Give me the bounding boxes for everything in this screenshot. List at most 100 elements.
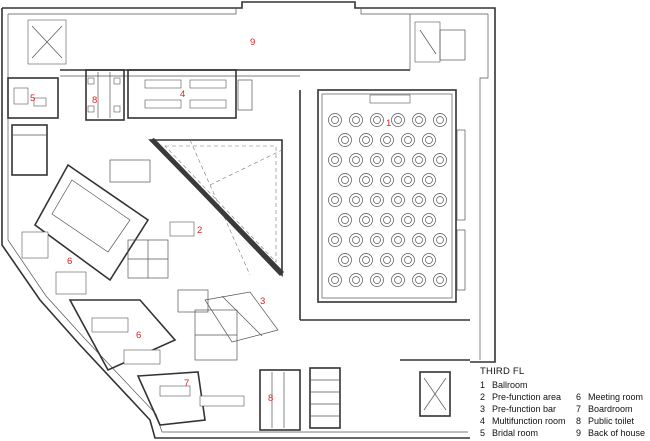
banquet-table <box>328 193 342 207</box>
banquet-table-top <box>383 176 391 184</box>
banquet-table <box>401 133 415 147</box>
banquet-table-top <box>383 256 391 264</box>
banquet-table <box>391 193 405 207</box>
banquet-table <box>391 273 405 287</box>
label-meeting-a: 6 <box>67 256 72 267</box>
banquet-table <box>391 153 405 167</box>
banquet-table <box>391 233 405 247</box>
banquet-table <box>349 233 363 247</box>
banquet-table <box>412 273 426 287</box>
banquet-table <box>370 273 384 287</box>
banquet-table-top <box>404 216 412 224</box>
banquet-table-top <box>425 256 433 264</box>
banquet-table-top <box>436 156 444 164</box>
label-toilet-north: 8 <box>92 95 97 106</box>
banquet-table <box>359 173 373 187</box>
banquet-table <box>433 273 447 287</box>
floor-title: THIRD FL <box>480 366 525 377</box>
banquet-table <box>422 133 436 147</box>
banquet-table-top <box>331 276 339 284</box>
banquet-table <box>412 233 426 247</box>
banquet-table <box>433 153 447 167</box>
banquet-table <box>412 153 426 167</box>
banquet-table <box>349 113 363 127</box>
banquet-table <box>370 153 384 167</box>
banquet-table-top <box>394 276 402 284</box>
banquet-table <box>401 213 415 227</box>
banquet-table <box>433 193 447 207</box>
banquet-table-top <box>436 236 444 244</box>
building-outline <box>1 1 496 439</box>
multifunction-room <box>127 69 253 119</box>
banquet-table <box>328 113 342 127</box>
banquet-table-top <box>331 156 339 164</box>
banquet-table <box>391 113 405 127</box>
banquet-table-top <box>331 196 339 204</box>
banquet-table-top <box>352 196 360 204</box>
banquet-table-top <box>425 136 433 144</box>
banquet-table <box>380 213 394 227</box>
banquet-table <box>359 253 373 267</box>
banquet-table-top <box>394 156 402 164</box>
banquet-table <box>328 273 342 287</box>
banquet-table-top <box>341 256 349 264</box>
banquet-table <box>422 253 436 267</box>
banquet-table <box>349 153 363 167</box>
bridal-room <box>7 77 59 176</box>
banquet-table-top <box>362 256 370 264</box>
banquet-table-top <box>394 116 402 124</box>
banquet-table <box>338 133 352 147</box>
banquet-table <box>422 213 436 227</box>
prefunction-atrium <box>148 138 284 343</box>
banquet-table <box>349 193 363 207</box>
banquet-table <box>422 173 436 187</box>
banquet-table-top <box>415 276 423 284</box>
ballroom-zone <box>299 89 470 321</box>
banquet-table-top <box>373 116 381 124</box>
banquet-table-top <box>415 116 423 124</box>
banquet-table-top <box>341 216 349 224</box>
back-of-house-zone <box>27 14 466 77</box>
banquet-table-top <box>415 156 423 164</box>
label-meeting-b: 6 <box>136 330 141 341</box>
banquet-table-top <box>362 216 370 224</box>
banquet-table <box>380 173 394 187</box>
banquet-table-top <box>373 196 381 204</box>
banquet-table-top <box>404 136 412 144</box>
banquet-table-top <box>415 236 423 244</box>
banquet-table <box>412 193 426 207</box>
banquet-table <box>370 193 384 207</box>
room-number-labels: 1 2 3 4 5 6 6 7 8 8 9 <box>30 37 391 404</box>
banquet-table <box>349 273 363 287</box>
label-toilet-south: 8 <box>268 393 273 404</box>
banquet-table <box>433 233 447 247</box>
label-multifunction: 4 <box>180 89 185 100</box>
banquet-table <box>338 213 352 227</box>
banquet-table <box>338 253 352 267</box>
banquet-table <box>401 173 415 187</box>
label-bridal: 5 <box>30 93 35 104</box>
banquet-table-top <box>331 236 339 244</box>
banquet-table-top <box>373 156 381 164</box>
banquet-table <box>328 153 342 167</box>
banquet-table <box>380 253 394 267</box>
banquet-table-top <box>425 216 433 224</box>
banquet-table-top <box>352 236 360 244</box>
banquet-table <box>370 113 384 127</box>
label-boardroom: 7 <box>184 378 189 389</box>
banquet-table-top <box>415 196 423 204</box>
banquet-table-top <box>341 136 349 144</box>
meeting-rooms-west <box>21 159 245 426</box>
label-back-of-house: 9 <box>250 37 255 48</box>
banquet-table-top <box>404 176 412 184</box>
banquet-table <box>338 173 352 187</box>
